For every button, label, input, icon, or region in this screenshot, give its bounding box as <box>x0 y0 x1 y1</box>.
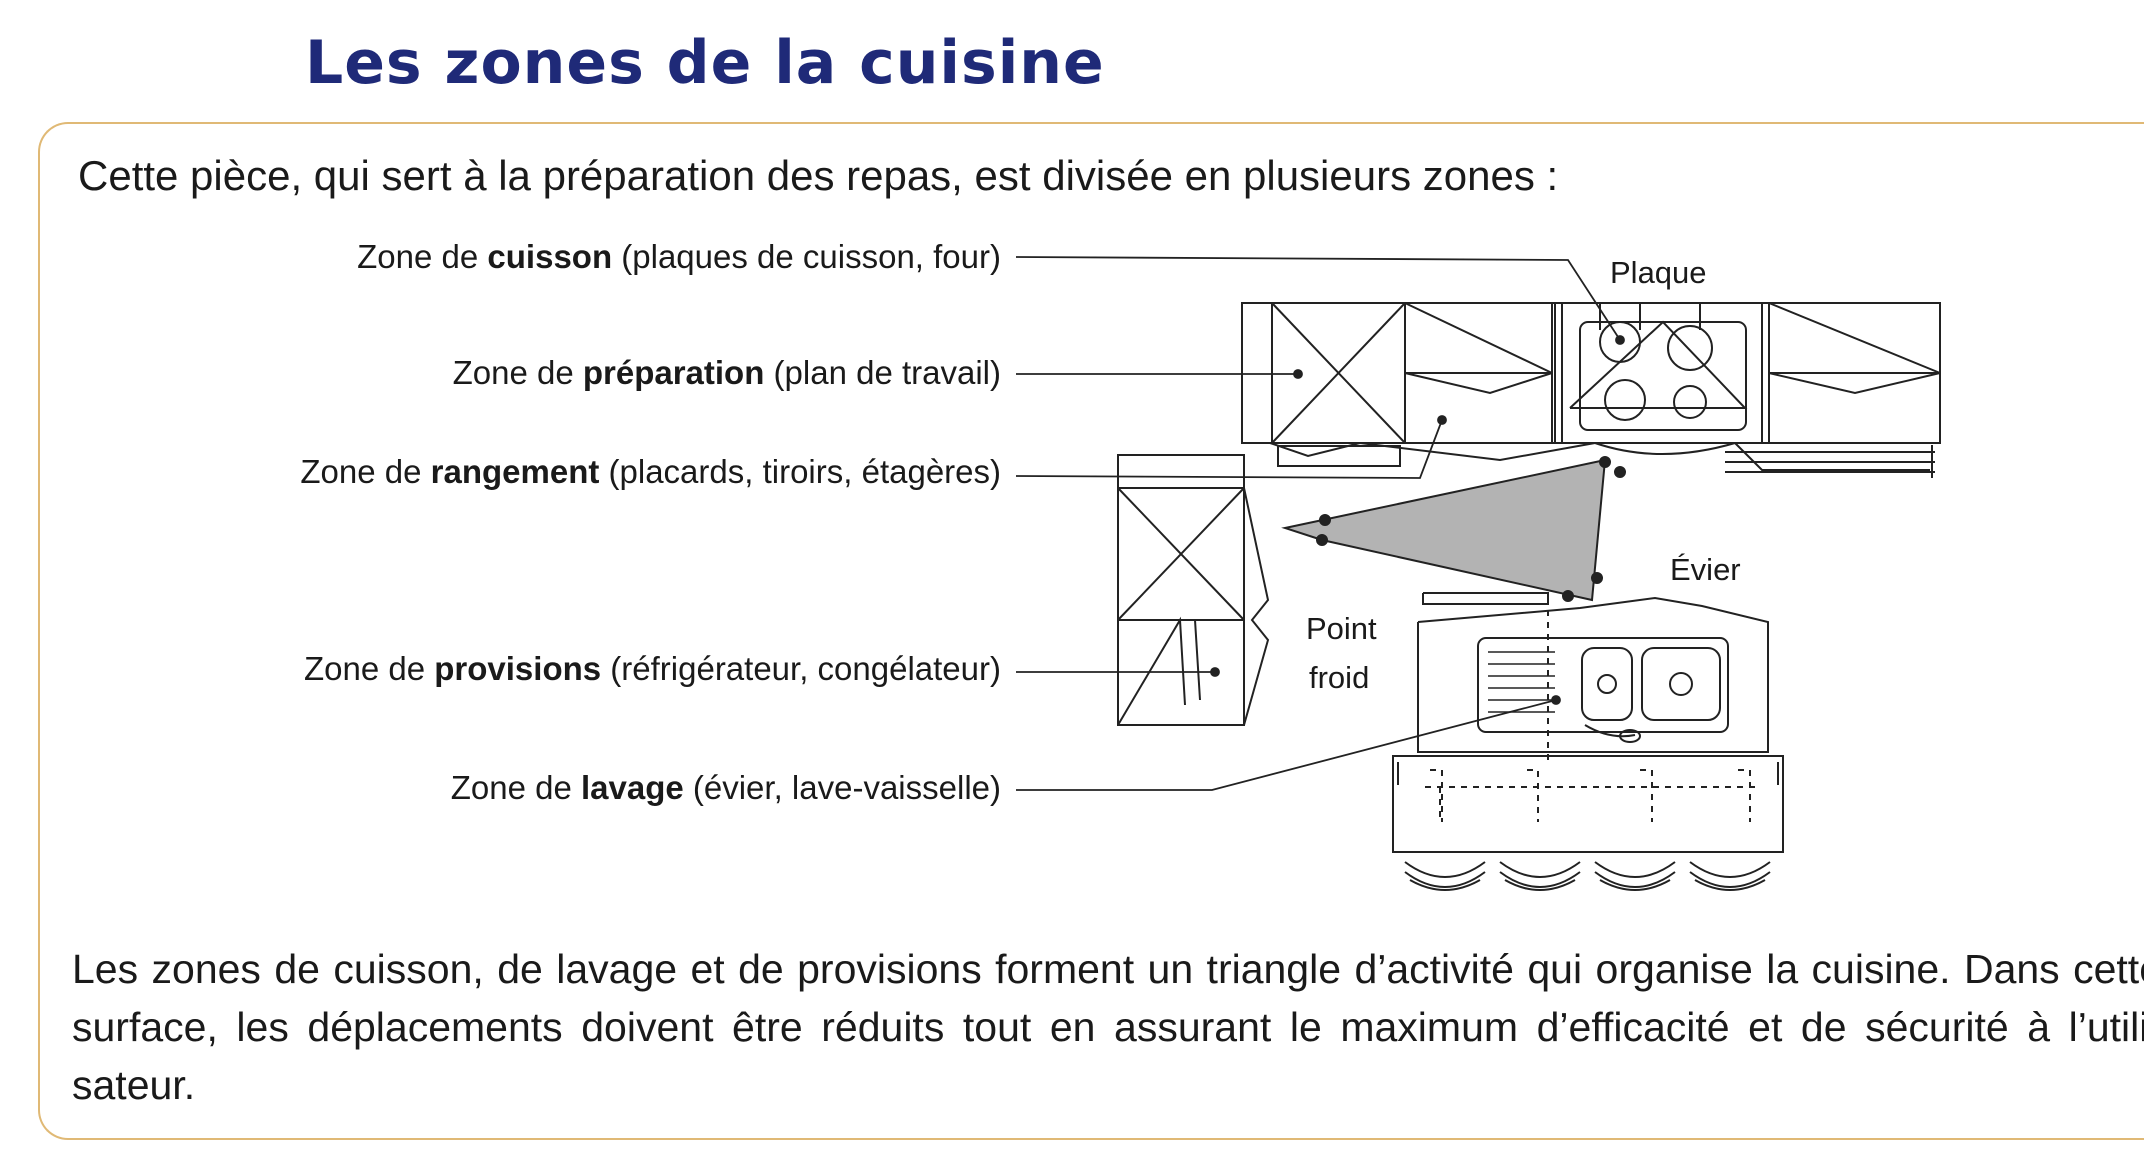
activity-triangle <box>1281 458 1607 602</box>
leader-lines <box>1015 256 1625 791</box>
point-label: Point <box>1306 611 1377 646</box>
leader-lavage <box>1016 699 1557 791</box>
zone-label-preparation: Zone de préparation (plan de travail) <box>452 354 1001 391</box>
plaque-label: Plaque <box>1610 255 1707 290</box>
cooktop <box>1569 303 1748 455</box>
froid-label: froid <box>1309 660 1370 695</box>
leader-rangement <box>1015 419 1443 479</box>
leader-cuisson <box>1015 256 1621 341</box>
upper-cabinets <box>1241 302 1941 444</box>
evier-label: Évier <box>1670 552 1741 587</box>
fridge-column <box>1117 454 1270 726</box>
page-title: Les zones de la cuisine <box>305 28 1105 98</box>
sink-counter <box>1417 592 1769 760</box>
zone-label-lavage: Zone de lavage (évier, lave-vaisselle) <box>450 769 1001 806</box>
zone-label-rangement: Zone de rangement (placards, tiroirs, ét… <box>300 453 1001 490</box>
zone-label-cuisson: Zone de cuisson (plaques de cuisson, fou… <box>357 238 1001 275</box>
dishwasher <box>1392 755 1784 853</box>
counter-edge <box>1269 441 1935 478</box>
intro-text: Cette pièce, qui sert à la préparation d… <box>78 152 1559 199</box>
zone-label-provisions: Zone de provisions (réfrigérateur, congé… <box>303 650 1001 687</box>
content-frame <box>38 122 2144 1140</box>
conclusion-text: Les zones de cuisson, de lavage et de pr… <box>72 946 2144 1108</box>
stools <box>1404 861 1771 891</box>
